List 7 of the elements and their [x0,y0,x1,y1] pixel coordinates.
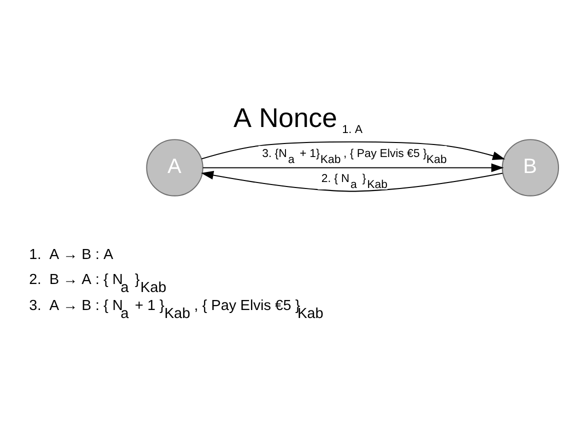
diagram-title: A Nonce [234,102,338,133]
arrow [202,163,504,172]
node-circle: B [502,139,560,196]
edge-label: 1. A [342,124,363,136]
label: 1. A → B : A [29,246,114,263]
node-circle: A [146,139,204,196]
arrow [201,141,506,160]
